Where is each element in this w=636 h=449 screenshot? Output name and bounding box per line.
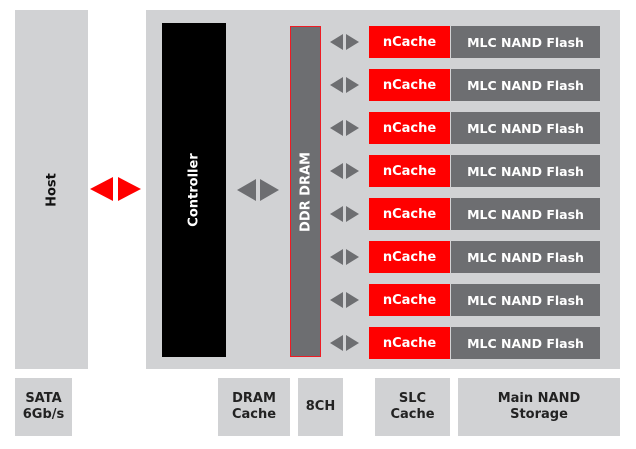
footer-slc-cache-label: SLC Cache — [390, 391, 435, 422]
ddr-dram-block: DDR DRAM — [290, 26, 321, 357]
mlc-nand-flash-block: MLC NAND Flash — [451, 112, 600, 144]
mlc-nand-flash-block: MLC NAND Flash — [451, 241, 600, 273]
footer-dram-cache: DRAM Cache — [218, 378, 290, 436]
footer-channels: 8CH — [298, 378, 343, 436]
ddr-dram-label: DDR DRAM — [298, 151, 313, 232]
footer-main-storage-label: Main NAND Storage — [497, 391, 581, 422]
host-label: Host — [44, 172, 59, 207]
ncache-block: nCache — [369, 327, 450, 359]
ncache-block: nCache — [369, 26, 450, 58]
ncache-block: nCache — [369, 284, 450, 316]
mlc-nand-flash-block: MLC NAND Flash — [451, 198, 600, 230]
mlc-nand-flash-block: MLC NAND Flash — [451, 327, 600, 359]
footer-channels-label: 8CH — [305, 399, 336, 414]
ncache-block: nCache — [369, 198, 450, 230]
ncache-block: nCache — [369, 112, 450, 144]
footer-interface-label: SATA 6Gb/s — [22, 391, 65, 422]
footer-main-storage: Main NAND Storage — [458, 378, 620, 436]
mlc-nand-flash-block: MLC NAND Flash — [451, 69, 600, 101]
mlc-nand-flash-block: MLC NAND Flash — [451, 26, 600, 58]
controller-block: Controller — [162, 23, 226, 357]
footer-dram-cache-label: DRAM Cache — [231, 391, 277, 422]
mlc-nand-flash-block: MLC NAND Flash — [451, 284, 600, 316]
footer-slc-cache: SLC Cache — [375, 378, 450, 436]
ncache-block: nCache — [369, 155, 450, 187]
ncache-block: nCache — [369, 69, 450, 101]
mlc-nand-flash-block: MLC NAND Flash — [451, 155, 600, 187]
controller-label: Controller — [186, 153, 202, 227]
footer-interface: SATA 6Gb/s — [15, 378, 72, 436]
ncache-block: nCache — [369, 241, 450, 273]
host-block: Host — [15, 10, 88, 369]
